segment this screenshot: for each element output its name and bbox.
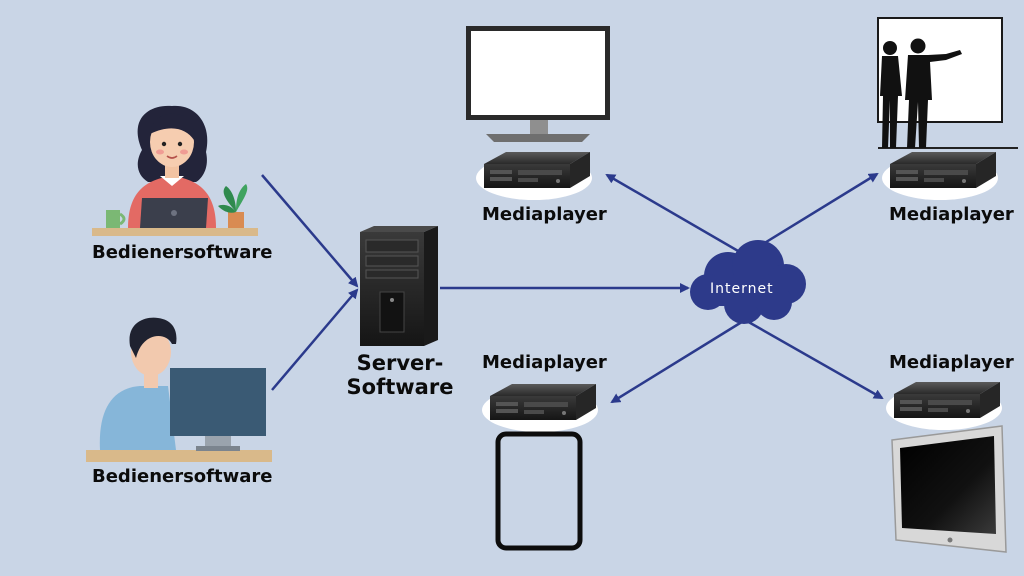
presentation-screen-icon (877, 17, 1018, 149)
flat-tv-icon (891, 425, 1007, 553)
operator-software-label-bottom: Bedienersoftware (92, 466, 273, 487)
operator-software-label-top: Bedienersoftware (92, 242, 273, 263)
mediaplayer-label-top-right: Mediaplayer (889, 204, 1014, 225)
server-software-label: Server- Software (345, 351, 455, 399)
arrow-operator-bottom-to-server (271, 288, 359, 391)
server-label-line2: Software (346, 375, 454, 399)
mediaplayer-label-bottom-center: Mediaplayer (482, 352, 607, 373)
monitor-icon (466, 26, 610, 142)
connection-arrows (261, 172, 884, 404)
man-computer-icon (86, 317, 272, 462)
arrow-internet-to-mediaplayer-top-center (605, 173, 746, 257)
mediaplayer-label-top-center: Mediaplayer (482, 204, 607, 225)
server-tower-icon (360, 226, 438, 346)
server-label-line1: Server- (356, 351, 444, 375)
mediaplayer-box-icon-top-right (882, 152, 998, 200)
internet-cloud-icon (690, 240, 806, 324)
mediaplayer-box-icon-bottom-right (886, 382, 1002, 430)
woman-laptop-icon (92, 105, 258, 236)
mediaplayer-label-bottom-right: Mediaplayer (889, 352, 1014, 373)
arrow-internet-to-mediaplayer-bottom-center (610, 318, 746, 404)
mediaplayer-box-icon-bottom-center (482, 384, 598, 432)
arrow-internet-to-mediaplayer-top-right (744, 172, 879, 257)
mediaplayer-box-icon-top-center (476, 152, 592, 200)
internet-label: Internet (710, 281, 774, 297)
arrow-internet-to-mediaplayer-bottom-right (744, 318, 884, 400)
tablet-icon (495, 431, 583, 551)
arrow-operator-top-to-server (261, 174, 359, 288)
